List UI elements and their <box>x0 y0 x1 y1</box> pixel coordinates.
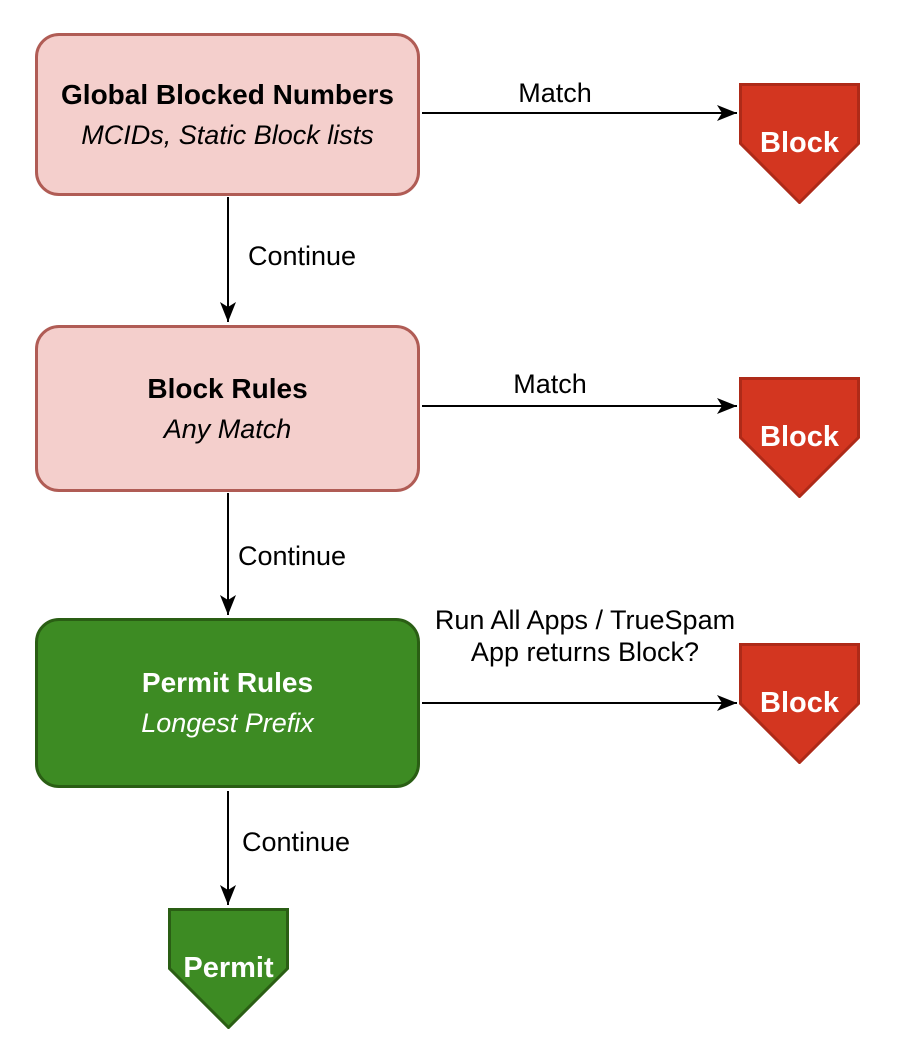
edge-label-truespam-line2: App returns Block? <box>470 637 700 667</box>
node-subtitle: MCIDs, Static Block lists <box>81 119 374 150</box>
node-permit-rules: Permit Rules Longest Prefix <box>35 618 420 788</box>
permit-pentagon-shape <box>168 908 289 1029</box>
terminal-label: Block <box>760 687 839 719</box>
edge-label-continue-3: Continue <box>241 827 351 857</box>
terminal-block-2: Block <box>739 377 860 498</box>
node-title: Permit Rules <box>141 667 314 698</box>
terminal-label: Block <box>760 421 839 453</box>
block-pentagon-shape <box>739 643 860 764</box>
node-title: Block Rules <box>147 372 308 404</box>
terminal-label: Block <box>760 127 839 159</box>
node-subtitle: Any Match <box>163 413 292 444</box>
node-title: Global Blocked Numbers <box>61 78 394 110</box>
terminal-permit: Permit <box>168 908 289 1029</box>
block-pentagon-shape <box>739 83 860 204</box>
terminal-block-3: Block <box>739 643 860 764</box>
node-subtitle: Longest Prefix <box>141 708 314 738</box>
edge-label-continue-2: Continue <box>237 541 347 571</box>
edge-label-truespam-line1: Run All Apps / TrueSpam <box>434 605 736 635</box>
edge-label-match-2: Match <box>513 369 587 399</box>
edge-label-continue-1: Continue <box>247 241 357 271</box>
node-block-rules: Block Rules Any Match <box>35 325 420 492</box>
block-pentagon-shape <box>739 377 860 498</box>
terminal-label: Permit <box>183 952 274 984</box>
terminal-block-1: Block <box>739 83 860 204</box>
node-global-blocked-numbers: Global Blocked Numbers MCIDs, Static Blo… <box>35 33 420 196</box>
edge-label-match-1: Match <box>518 78 592 108</box>
edge-label-truespam: Run All Apps / TrueSpam App returns Bloc… <box>435 604 735 668</box>
